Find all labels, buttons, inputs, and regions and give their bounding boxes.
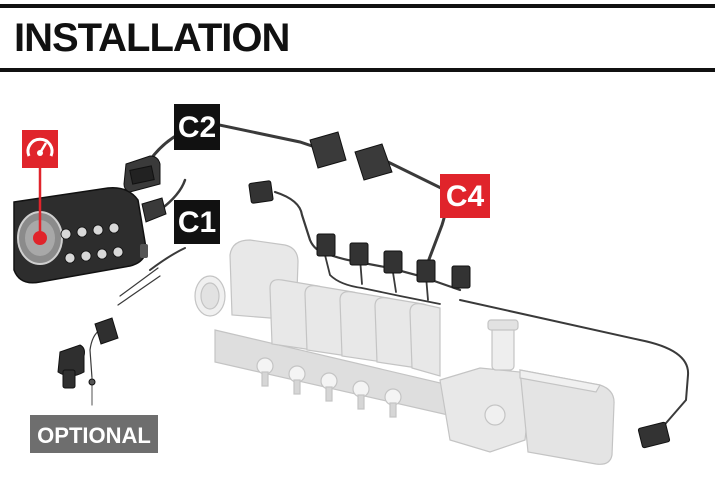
connector-c2-female: [309, 131, 347, 169]
optional-sensors: [57, 317, 119, 389]
valve-connectors: [248, 180, 471, 289]
sprayer-valve-manifold: [194, 239, 615, 465]
header-rule-top: [0, 4, 715, 8]
svg-text:C4: C4: [446, 180, 485, 213]
gauge-badge: [22, 130, 58, 236]
svg-text:OPTIONAL: OPTIONAL: [37, 423, 151, 448]
callout-c2: C2: [174, 104, 220, 150]
header-rule-bottom: [0, 68, 715, 72]
connector-c4-female: [354, 143, 393, 181]
end-connector: [637, 421, 671, 449]
connector-c2-male: [123, 155, 161, 193]
control-monitor: [13, 187, 148, 284]
connector-c1: [141, 197, 167, 223]
callout-c4: C4: [440, 174, 490, 218]
svg-text:C1: C1: [178, 206, 216, 239]
page-title: INSTALLATION: [14, 16, 290, 60]
svg-text:C2: C2: [178, 111, 216, 144]
callout-optional: OPTIONAL: [30, 415, 158, 453]
callout-c1: C1: [174, 200, 220, 244]
